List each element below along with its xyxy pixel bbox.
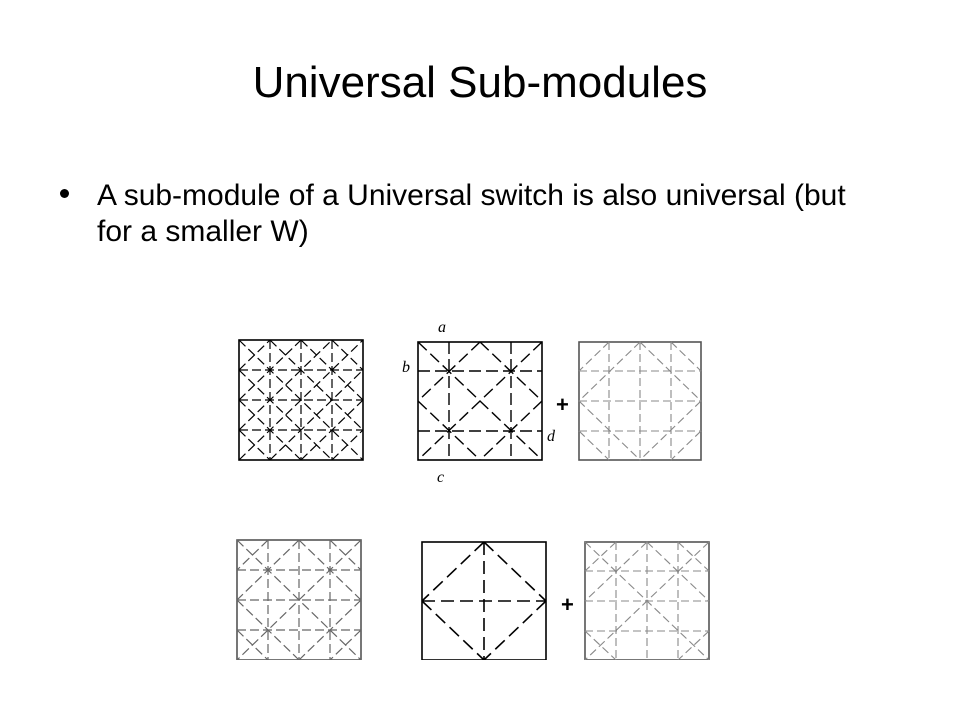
switch-box-full-bottom [236, 539, 362, 660]
switch-box-full-top [238, 339, 364, 461]
bullet-text: A sub-module of a Universal switch is al… [97, 179, 846, 248]
bullet-item: A sub-module of a Universal switch is al… [60, 178, 860, 250]
port-label-c: c [437, 469, 444, 486]
remainder-box-top [578, 341, 702, 461]
port-label-d: d [547, 428, 556, 445]
switch-decomposition-diagram: a b c d + [236, 319, 710, 660]
port-label-b: b [402, 359, 410, 376]
bullet-list: A sub-module of a Universal switch is al… [60, 178, 860, 250]
sub-module-box-bottom [421, 541, 547, 660]
plus-sign-bottom: + [561, 592, 574, 617]
port-label-a: a [438, 319, 446, 336]
plus-sign-top: + [556, 392, 569, 417]
remainder-box-bottom [584, 541, 710, 660]
slide-title: Universal Sub-modules [252, 58, 708, 107]
bullet-dot-icon [60, 189, 69, 198]
sub-module-box-top: a b c d [402, 319, 556, 486]
